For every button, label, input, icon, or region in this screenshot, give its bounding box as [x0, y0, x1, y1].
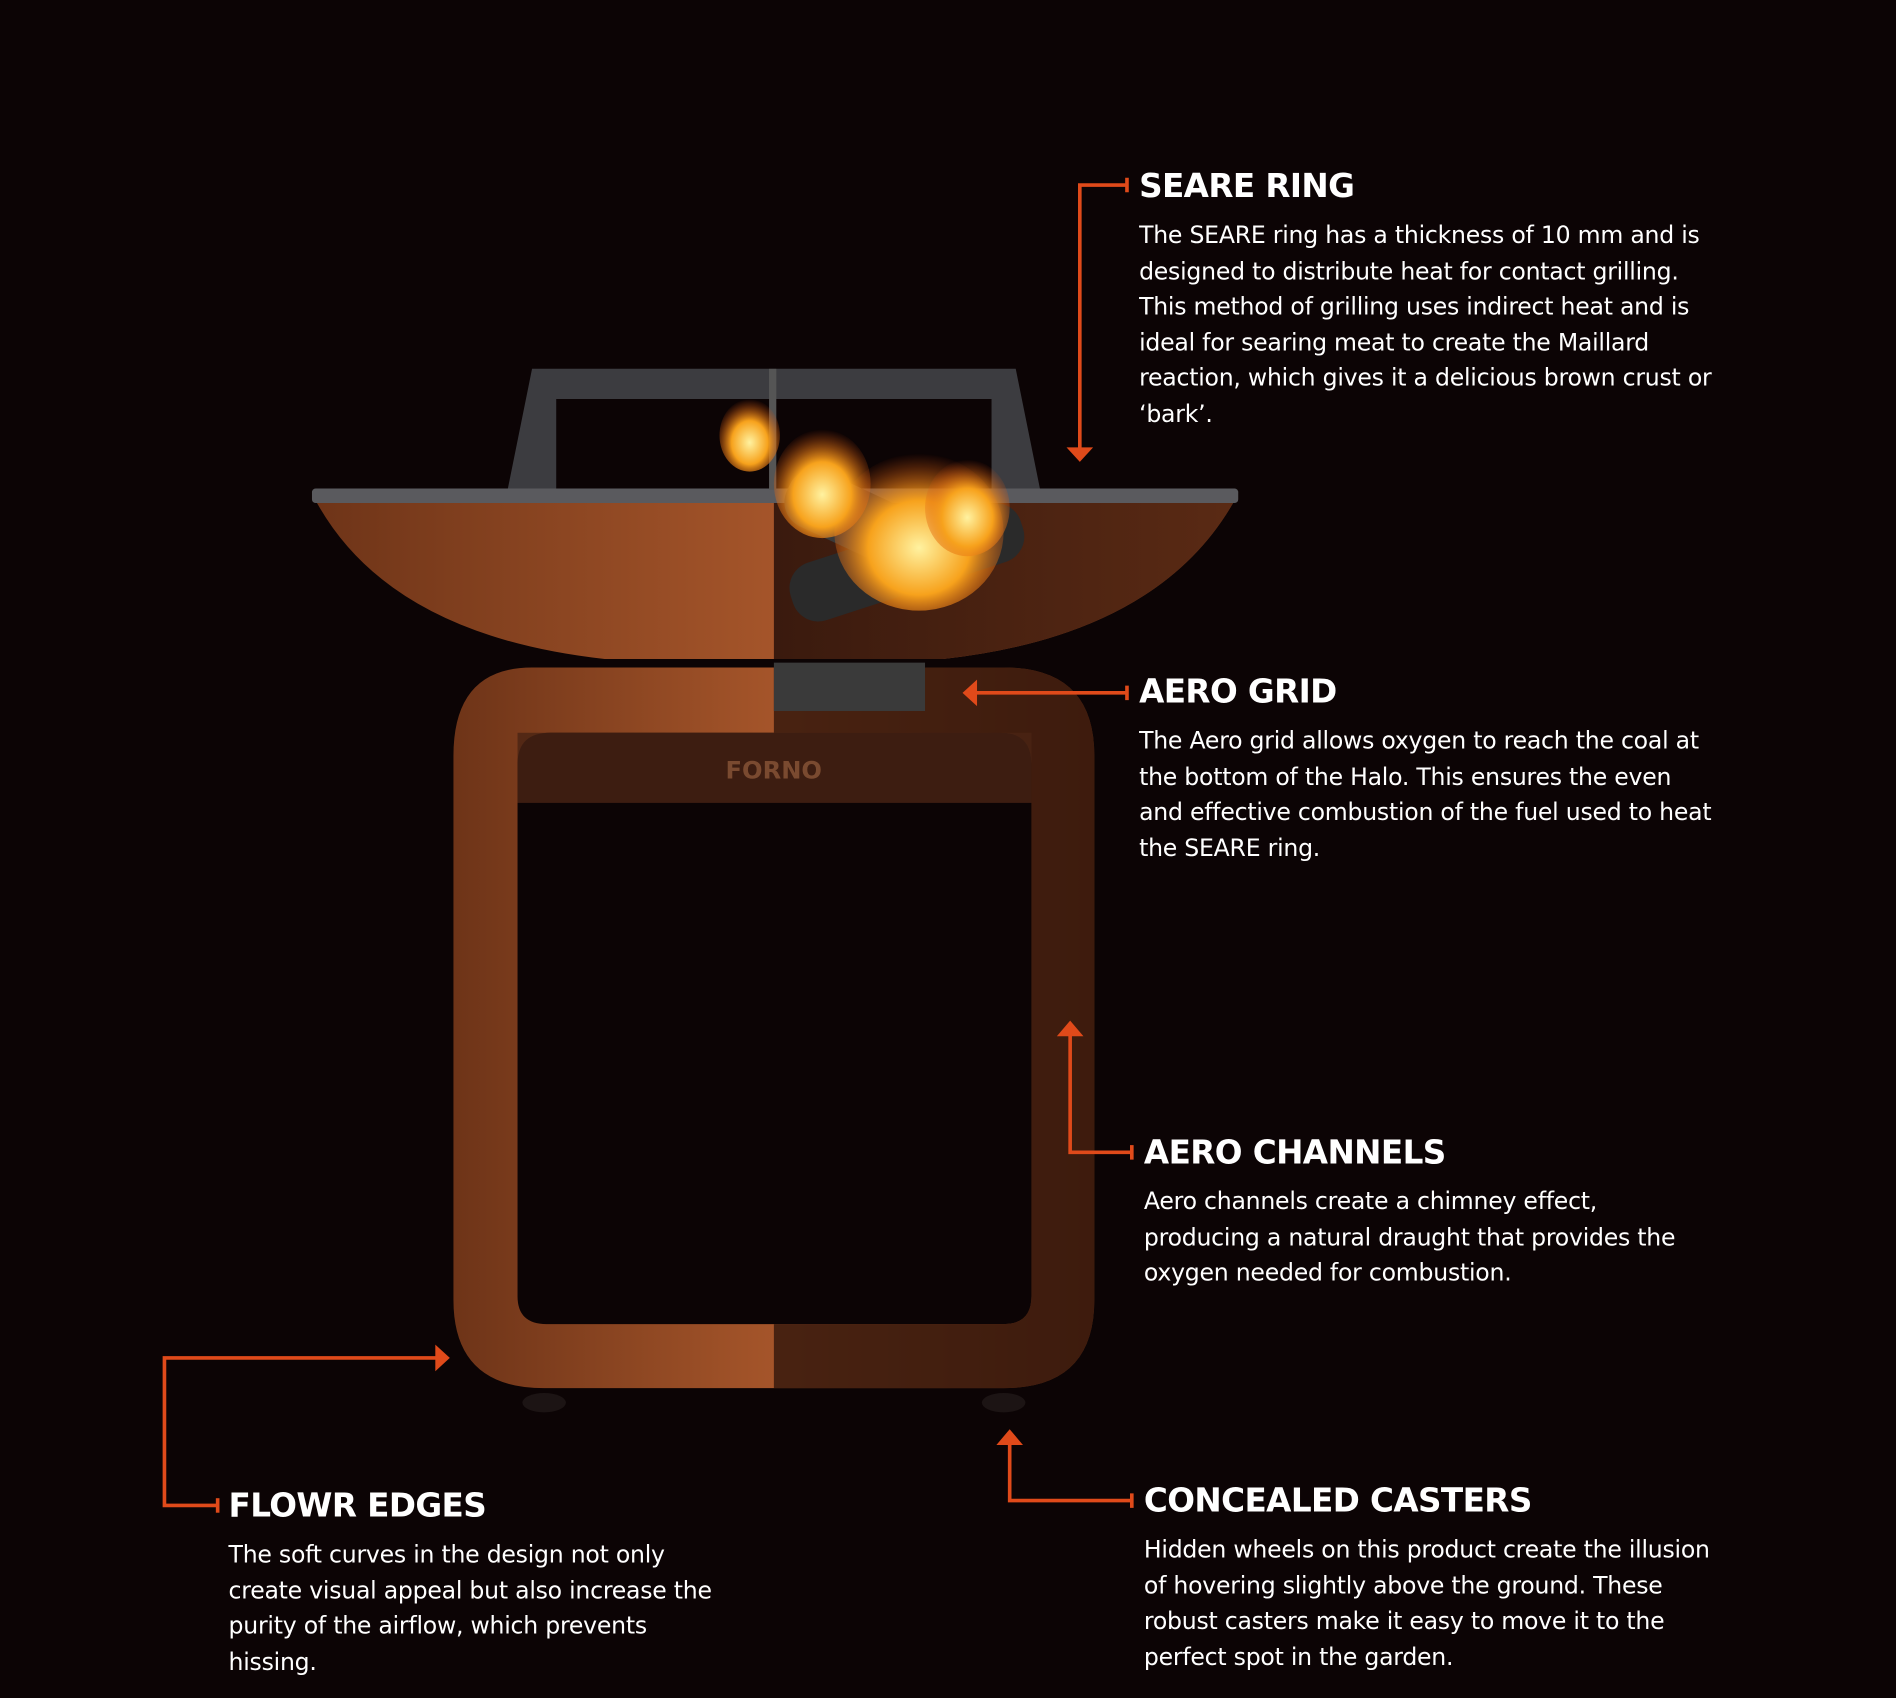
callout-seare-ring: SEARE RING The SEARE ring has a thicknes…	[1139, 167, 1719, 432]
callout-aero-channels: AERO CHANNELS Aero channels create a chi…	[1144, 1133, 1718, 1291]
grill-grate	[507, 368, 1040, 489]
callout-body: Hidden wheels on this product create the…	[1143, 1535, 1710, 1671]
arrow-right-icon	[435, 1344, 450, 1372]
flames	[719, 399, 1010, 611]
callout-aero-grid: AERO GRID The Aero grid allows oxygen to…	[1139, 672, 1719, 866]
callout-flowr-edges: FLOWR EDGES The soft curves in the desig…	[229, 1486, 737, 1680]
callout-title: SEARE RING	[1139, 168, 1355, 206]
callout-title: AERO CHANNELS	[1143, 1134, 1446, 1172]
arrow-up-icon	[996, 1429, 1023, 1445]
arrow-down-icon	[1066, 447, 1094, 462]
callout-body: Aero channels create a chimney effect, p…	[1143, 1187, 1676, 1287]
logo-text: FORNO	[726, 757, 822, 785]
stand-frame: FORNO	[453, 662, 1095, 1413]
callout-title: CONCEALED CASTERS	[1143, 1482, 1532, 1520]
caster-left	[522, 1392, 566, 1413]
callout-body: The Aero grid allows oxygen to reach the…	[1139, 726, 1712, 862]
aero-grid-part	[773, 662, 926, 712]
callout-body: The soft curves in the design not only c…	[228, 1540, 712, 1676]
callout-arrowheads	[435, 447, 1094, 1445]
callout-title: FLOWR EDGES	[228, 1487, 487, 1525]
arrow-up-icon	[1056, 1020, 1084, 1037]
caster-right	[981, 1392, 1026, 1413]
callout-concealed-casters: CONCEALED CASTERS Hidden wheels on this …	[1144, 1481, 1724, 1675]
arrow-left-icon	[962, 679, 978, 707]
callout-lines	[162, 177, 1134, 1513]
callout-title: AERO GRID	[1139, 673, 1337, 712]
callout-body: The SEARE ring has a thickness of 10 mm …	[1139, 221, 1712, 429]
fire-bowl	[311, 368, 1239, 660]
